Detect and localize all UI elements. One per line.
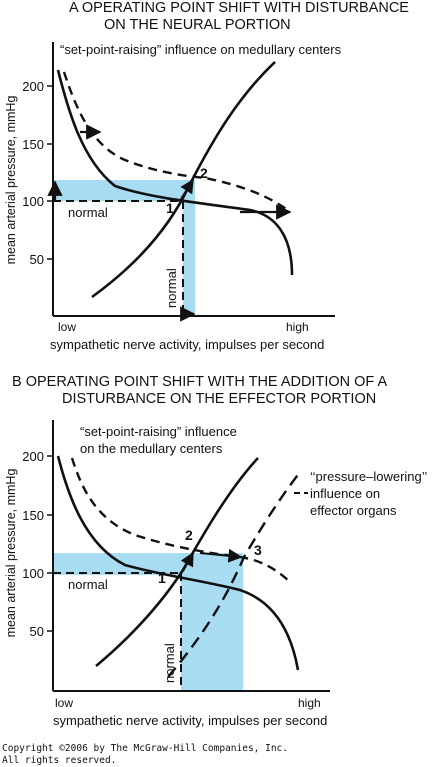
panel-b-annotation-left-line1: “set-point-raising” influence xyxy=(80,424,237,439)
panel-b-annotation-right-line2: influence on xyxy=(310,486,380,501)
panel-b-x-low-label: low xyxy=(55,696,73,710)
panel-a-heading-line1: A OPERATING POINT SHIFT WITH DISTURBANCE xyxy=(69,0,409,16)
panel-b-normal-horizontal-label: normal xyxy=(68,577,108,592)
panel-b-y-tick-label-150: 150 xyxy=(22,508,44,523)
copyright-line1: Copyright ©2006 by The McGraw-Hill Compa… xyxy=(2,743,288,754)
panel-b-heading-line1: B OPERATING POINT SHIFT WITH THE ADDITIO… xyxy=(12,374,387,390)
panel-b-arrow-to-point-2 xyxy=(180,551,194,572)
copyright-line2: All rights reserved. xyxy=(2,755,116,766)
panel-b-shaded-region-vertical xyxy=(181,553,243,691)
panel-a-normal-horizontal-label: normal xyxy=(68,205,108,220)
panel-a-x-low-label: low xyxy=(58,320,76,334)
panel-b-annotation-right-line1: ‘‘pressure–lowering’’ xyxy=(310,469,427,484)
panel-b-original-curve xyxy=(56,455,300,671)
panel-a-x-high-label: high xyxy=(286,320,309,334)
panel-a-shifted-curve xyxy=(62,71,291,213)
panel-b-y-tick-label-100: 100 xyxy=(22,566,44,581)
panel-a-original-curve xyxy=(56,69,294,276)
panel-b: B OPERATING POINT SHIFT WITH THE ADDITIO… xyxy=(4,374,427,728)
panel-b-pressure-lowering-curve xyxy=(167,471,301,678)
panel-b-heading-line2: DISTURBANCE ON THE EFFECTOR PORTION xyxy=(62,391,376,407)
panel-a-shaded-region-horizontal xyxy=(53,180,195,201)
panel-b-point-1-label: 1 xyxy=(158,570,166,586)
panel-b-y-tick-label-200: 200 xyxy=(22,449,44,464)
panel-b-arrow-to-point-3 xyxy=(199,548,243,563)
panel-b-x-high-label: high xyxy=(298,696,321,710)
panel-b-annotation-left-line2: on the medullary centers xyxy=(80,441,223,456)
panel-a-point-1-label: 1 xyxy=(166,200,174,216)
panel-a-y-tick-label-150: 150 xyxy=(22,137,44,152)
panel-a-y-tick-label-200: 200 xyxy=(22,79,44,94)
panel-b-normal-vertical-label: normal xyxy=(162,643,177,683)
panel-a-annotation: “set-point-raising” influence on medulla… xyxy=(60,42,342,57)
panel-b-x-axis-label: sympathetic nerve activity, impulses per… xyxy=(53,713,327,728)
panel-a-y-tick-label-50: 50 xyxy=(30,252,44,267)
panel-a-point-2-label: 2 xyxy=(200,165,208,181)
panel-a-x-axis-label: sympathetic nerve activity, impulses per… xyxy=(50,337,324,352)
panel-b-annotation-right-line3: effector organs xyxy=(310,503,397,518)
panel-a: A OPERATING POINT SHIFT WITH DISTURBANCE… xyxy=(4,0,409,352)
panel-a-y-tick-label-100: 100 xyxy=(22,194,44,209)
panel-b-y-tick-label-50: 50 xyxy=(30,624,44,639)
panel-a-y-axis-label: mean arterial pressure, mmHg xyxy=(4,96,18,265)
panel-a-shaded-region-vertical xyxy=(183,180,195,316)
panel-b-shifted-curve xyxy=(70,457,291,583)
panel-a-normal-vertical-label: normal xyxy=(164,268,179,308)
panel-b-point-3-label: 3 xyxy=(254,542,262,558)
panel-a-heading-line2: ON THE NEURAL PORTION xyxy=(104,17,291,33)
panel-b-y-axis-label: mean arterial pressure, mmHg xyxy=(4,469,18,638)
panel-b-point-2-label: 2 xyxy=(185,527,193,543)
panel-a-arrow-to-point-2 xyxy=(180,178,194,200)
